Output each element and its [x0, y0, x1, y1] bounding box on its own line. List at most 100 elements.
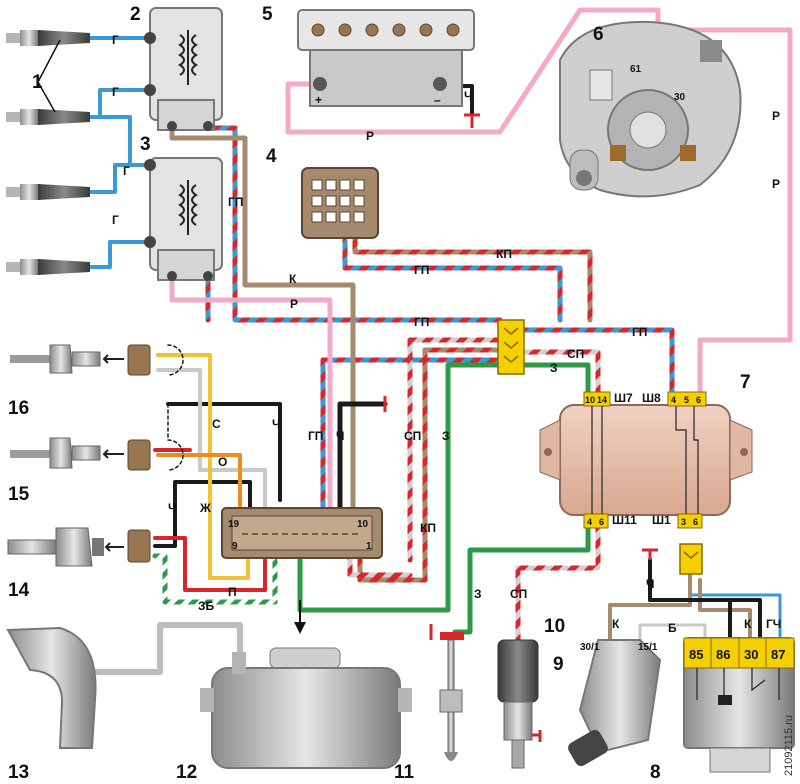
canister-12 — [200, 600, 412, 769]
wire-k-switch — [608, 568, 692, 642]
wl-k-1: К — [289, 272, 297, 286]
sh1-pin-6: 6 — [693, 517, 698, 527]
wl-gch: ГЧ — [766, 617, 781, 631]
hv-lead-plug2 — [88, 88, 152, 119]
wl-k-relay: К — [744, 617, 752, 631]
wl-zb: ЗБ — [198, 599, 215, 613]
ignition-switch-9: 30/1 15/1 — [568, 639, 662, 767]
wire-zb — [152, 553, 278, 605]
wire-r-battery — [285, 7, 661, 135]
ground-10 — [532, 730, 542, 742]
wire-ch-sensors — [166, 402, 282, 502]
wire-ch-conn — [337, 401, 388, 523]
wire-gp-coil2 — [207, 125, 503, 323]
diagnostic-connector-4 — [301, 167, 379, 239]
hv-lead-cross — [88, 115, 132, 167]
label-10: 10 — [544, 616, 565, 637]
sensor-14 — [7, 527, 151, 567]
wl-zh: Ж — [199, 501, 211, 515]
wire-ch-86 — [648, 558, 732, 642]
label-5: 5 — [262, 4, 273, 25]
sh1-pin-3: 3 — [681, 517, 686, 527]
label-7: 7 — [740, 372, 751, 393]
spark-plug-2 — [6, 109, 90, 125]
wire-sp-conn — [407, 337, 503, 563]
control-unit-7: 10 14 Ш7 Ш8 4 5 6 4 6 Ш11 Ш1 3 6 — [539, 391, 753, 529]
wl-r-alt-2: Р — [772, 177, 780, 191]
conn-pin-10: 10 — [357, 519, 369, 530]
alternator-6: 61 30 — [559, 20, 742, 198]
battery-5: + – — [297, 9, 475, 107]
wire-o — [156, 453, 242, 522]
sh7-pin-10: 10 — [585, 395, 595, 405]
label-4: 4 — [266, 146, 277, 167]
intake-pipe-13 — [6, 626, 97, 749]
sh8-label: Ш8 — [642, 391, 661, 405]
label-13: 13 — [8, 762, 29, 783]
wl-z-v: З — [442, 429, 450, 443]
alt-terminal-61: 61 — [630, 64, 642, 75]
wire-r-coil3 — [169, 277, 333, 523]
ignition-coil-2 — [144, 7, 223, 131]
label-16: 16 — [8, 398, 29, 419]
label-12: 12 — [176, 762, 197, 783]
wire-sp-valve — [515, 522, 601, 643]
relay-8: 85 86 30 87 — [683, 637, 795, 773]
battery-plus-label: + — [315, 93, 322, 107]
wire-p — [153, 536, 267, 592]
wl-r-bat: Р — [366, 129, 374, 143]
label-14: 14 — [8, 580, 30, 601]
sh8-pin-4: 4 — [671, 395, 676, 405]
conn-pin-9: 9 — [232, 541, 238, 552]
ecu-connector: 19 10 9 1 — [221, 507, 383, 559]
throttle-sensor-11 — [439, 632, 464, 761]
wl-gp-2: ГП — [414, 263, 429, 277]
watermark: 21092115.ru — [783, 715, 795, 776]
wl-k-sw: К — [612, 617, 620, 631]
ground-symbols — [383, 113, 658, 742]
label-8: 8 — [650, 762, 661, 783]
wl-sp-v: СП — [404, 429, 421, 443]
conn-pin-1: 1 — [366, 541, 372, 552]
conn-pin-19: 19 — [228, 519, 240, 530]
wl-gp-3: ГП — [632, 325, 647, 339]
wl-sp-1: СП — [567, 347, 584, 361]
sh11-pin-6: 6 — [599, 517, 604, 527]
wl-z-11: З — [474, 587, 482, 601]
wl-ch-bat: Ч — [464, 89, 472, 103]
wire-gp-vertical — [320, 357, 503, 523]
wire-b — [638, 623, 707, 642]
sensor-15 — [10, 437, 151, 471]
wl-sp-10: СП — [510, 587, 527, 601]
spark-plug-4 — [6, 259, 90, 275]
wire-k-coil — [169, 125, 356, 523]
shield-16 — [167, 344, 184, 376]
wl-o: О — [218, 455, 227, 469]
wire-ch-14 — [153, 480, 252, 548]
wire-sp-7 — [522, 349, 601, 396]
wl-ch-s: Ч — [272, 417, 280, 431]
wire-z-7-top — [522, 362, 591, 396]
wire-labels: Г Г Г Г ГП К Р ГП ГП КП ГП СП З Р Р Р Ч … — [112, 33, 781, 635]
spark-plugs — [6, 30, 90, 275]
shield-15 — [167, 439, 184, 471]
wl-b: Б — [668, 621, 677, 635]
battery-minus-label: – — [434, 93, 441, 107]
spark-plug-3 — [6, 184, 90, 200]
sensor-16 — [10, 344, 151, 376]
relay-86: 86 — [716, 647, 730, 662]
harness-connector-center — [497, 319, 525, 375]
wl-r-1: Р — [290, 297, 298, 311]
valve-10 — [497, 639, 539, 769]
wl-ch-7: Ч — [646, 577, 654, 591]
sh11-label: Ш11 — [612, 513, 637, 527]
component-numbers: 1 2 3 4 5 6 7 8 9 10 11 12 13 14 15 16 — [8, 4, 751, 783]
alt-terminal-30: 30 — [674, 92, 686, 103]
wl-gp-coil: ГП — [228, 195, 243, 209]
wire-kp-block4 — [352, 234, 593, 323]
sh11-pin-4: 4 — [587, 517, 592, 527]
wl-r-alt-1: Р — [772, 109, 780, 123]
wl-gp-v: ГП — [308, 429, 323, 443]
wl-g-2: Г — [112, 85, 119, 99]
